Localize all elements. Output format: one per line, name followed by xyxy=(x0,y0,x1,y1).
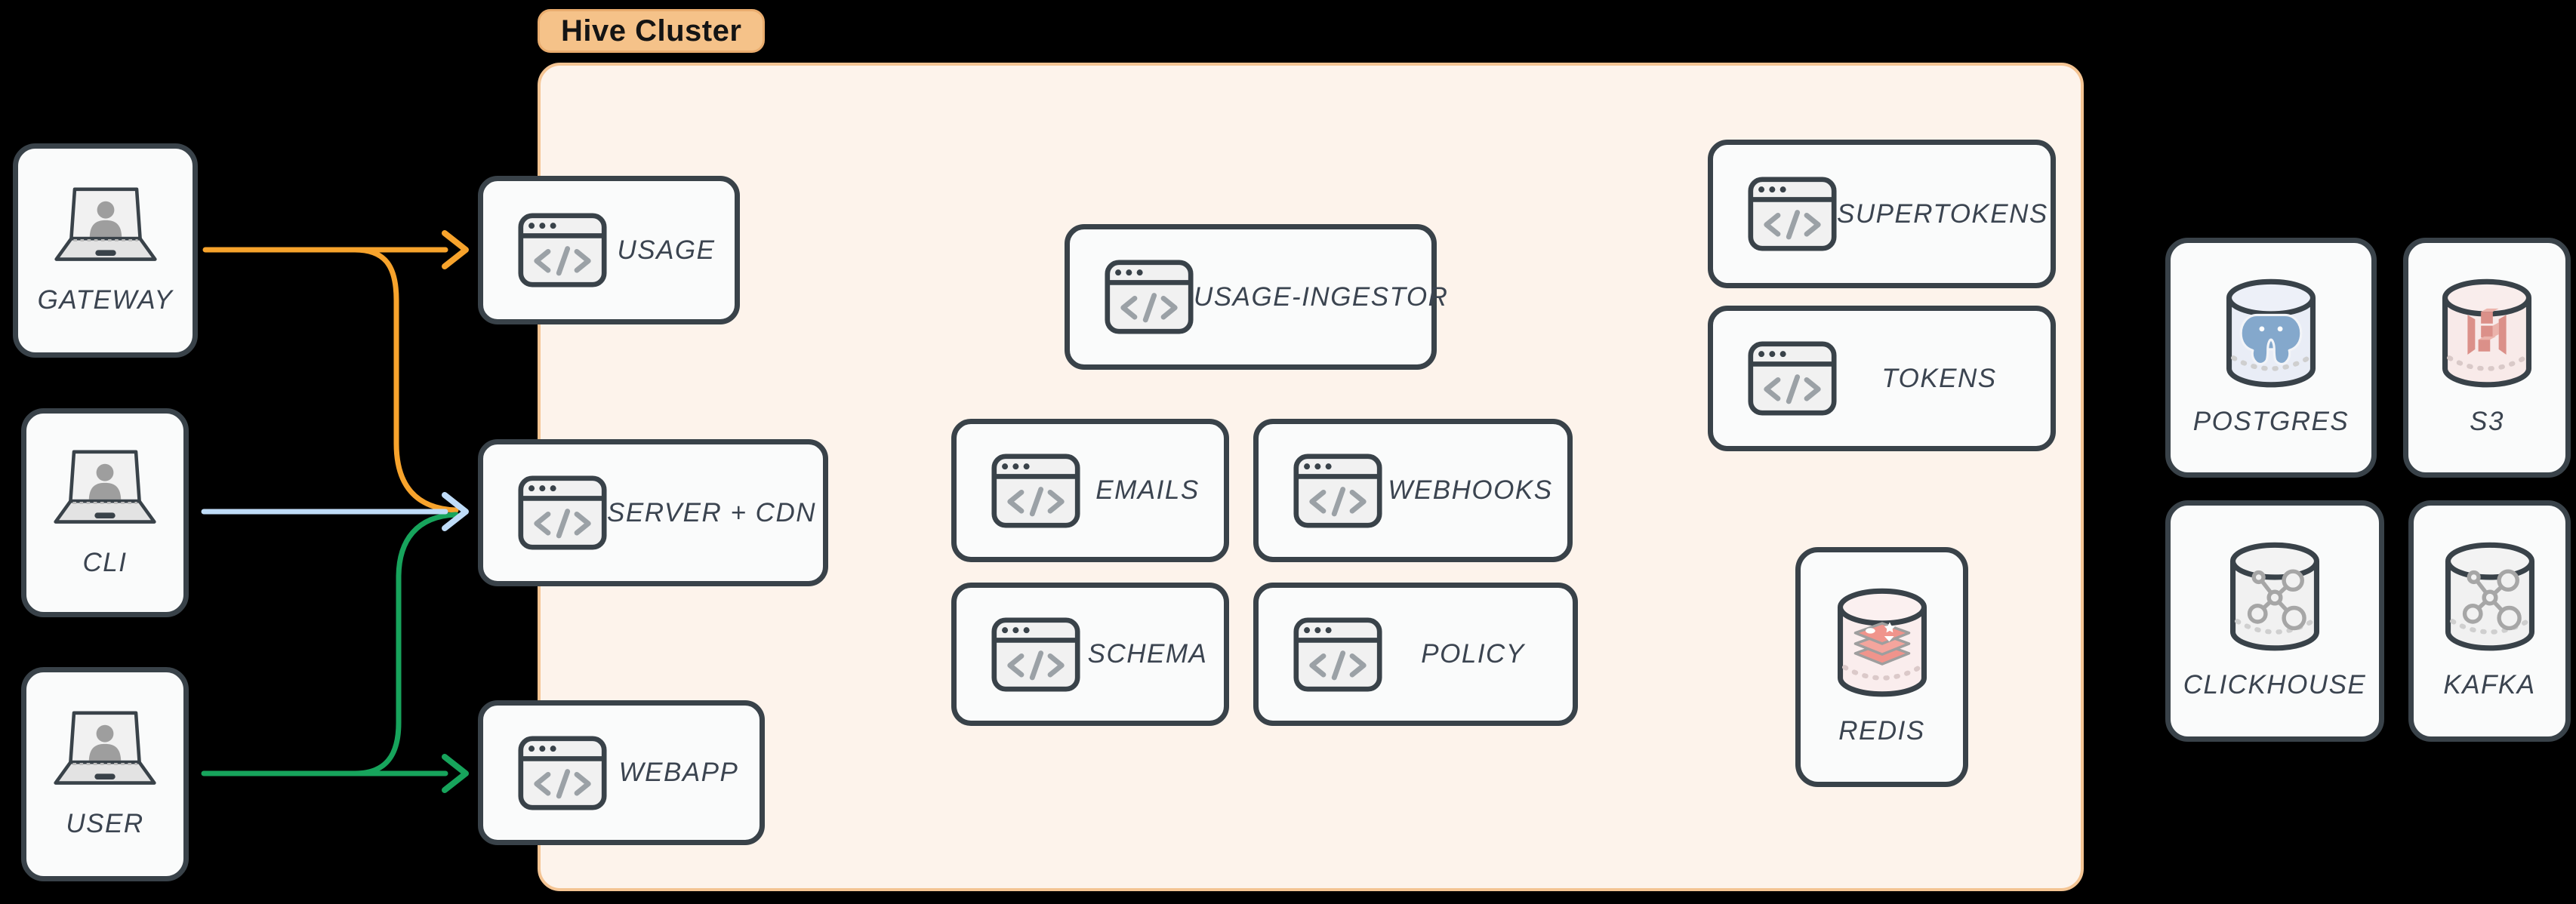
node-label: SERVER + CDN xyxy=(607,497,817,527)
node-label: TOKENS xyxy=(1881,363,1997,393)
node-label: CLI xyxy=(82,547,128,577)
node-cli: CLI xyxy=(21,408,189,617)
node-usage: USAGE xyxy=(478,176,740,324)
node-label: REDIS xyxy=(1838,716,1925,746)
node-label: USAGE xyxy=(617,235,716,265)
node-user: USER xyxy=(21,667,189,881)
code-window-icon xyxy=(991,454,1080,528)
cluster-label-badge: Hive Cluster xyxy=(538,9,766,53)
code-window-icon xyxy=(1748,341,1837,416)
node-postgres: POSTGRES xyxy=(2165,238,2377,478)
s3-database-icon xyxy=(2439,278,2535,390)
node-webapp: WEBAPP xyxy=(478,700,765,845)
node-label: POSTGRES xyxy=(2192,407,2350,436)
code-window-icon xyxy=(991,617,1080,692)
edge-gateway-server-cdn xyxy=(352,247,459,513)
node-kafka: KAFKA xyxy=(2408,500,2571,742)
arrowhead-server-cdn xyxy=(442,492,469,531)
kafka-database-icon xyxy=(2442,542,2538,653)
node-label: SCHEMA xyxy=(1087,639,1208,669)
node-clickhouse: CLICKHOUSE xyxy=(2165,500,2384,742)
node-label: WEBAPP xyxy=(618,758,739,787)
clickhouse-database-icon xyxy=(2226,542,2323,653)
node-label: EMAILS xyxy=(1095,475,1200,505)
laptop-user-icon xyxy=(48,448,162,531)
code-window-icon xyxy=(1105,260,1194,334)
node-label: USAGE-INGESTOR xyxy=(1194,281,1449,312)
cluster-label: Hive Cluster xyxy=(561,14,742,48)
laptop-user-icon xyxy=(48,186,163,269)
redis-database-icon xyxy=(1834,588,1930,700)
node-policy: POLICY xyxy=(1253,583,1578,726)
code-window-icon xyxy=(518,213,607,287)
node-schema: SCHEMA xyxy=(951,583,1229,726)
code-window-icon xyxy=(518,736,607,810)
code-window-icon xyxy=(518,475,607,550)
code-window-icon xyxy=(1293,454,1382,528)
node-usage-ingestor: USAGE-INGESTOR xyxy=(1065,224,1447,370)
node-s3: S3 xyxy=(2403,238,2571,478)
node-redis: REDIS xyxy=(1795,547,1968,787)
node-supertokens: SUPERTOKENS xyxy=(1708,140,2056,288)
code-window-icon xyxy=(1748,177,1837,251)
node-tokens: TOKENS xyxy=(1708,306,2056,451)
edge-user-server-cdn xyxy=(352,512,459,776)
arrowhead-webapp xyxy=(442,754,469,793)
node-label: S3 xyxy=(2470,407,2504,436)
node-webhooks: WEBHOOKS xyxy=(1253,419,1573,562)
arrowhead-usage xyxy=(442,230,469,269)
node-gateway: GATEWAY xyxy=(13,143,198,358)
node-server-cdn: SERVER + CDN xyxy=(478,439,828,586)
node-emails: EMAILS xyxy=(951,419,1229,562)
node-label: KAFKA xyxy=(2443,670,2536,700)
postgres-database-icon xyxy=(2223,278,2319,390)
node-label: WEBHOOKS xyxy=(1388,475,1553,505)
node-label: POLICY xyxy=(1421,639,1525,669)
node-label: SUPERTOKENS xyxy=(1837,198,2048,229)
laptop-user-icon xyxy=(48,709,162,792)
node-label: CLICKHOUSE xyxy=(2183,670,2367,700)
node-label: USER xyxy=(66,809,144,838)
node-label: GATEWAY xyxy=(37,285,174,315)
code-window-icon xyxy=(1293,617,1382,692)
